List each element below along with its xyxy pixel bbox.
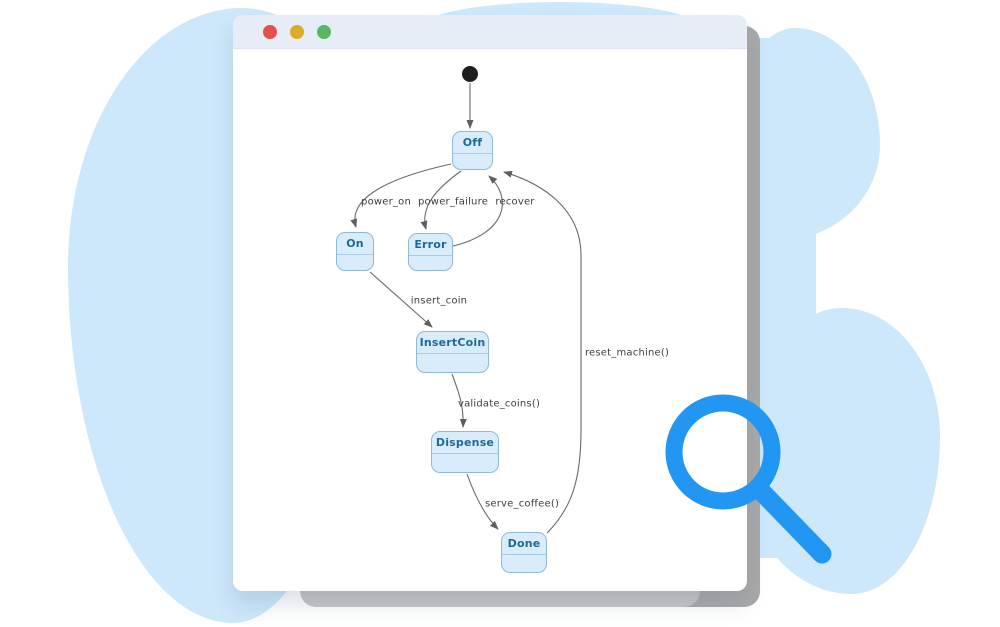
edge-label-recover: recover bbox=[495, 196, 535, 208]
initial-state-dot bbox=[462, 66, 478, 82]
background-blob-right-top bbox=[738, 28, 880, 240]
zoom-window-button[interactable] bbox=[317, 24, 331, 39]
window-titlebar bbox=[233, 15, 747, 49]
edge-label-reset-machine: reset_machine() bbox=[584, 347, 670, 359]
state-dispense: Dispense bbox=[431, 431, 499, 473]
state-dispense-body bbox=[432, 454, 498, 472]
state-insertcoin-body bbox=[417, 354, 488, 372]
edge-label-validate-coins: validate_coins() bbox=[457, 398, 541, 410]
state-off: Off bbox=[452, 131, 493, 170]
state-off-label: Off bbox=[453, 132, 492, 154]
state-insertcoin-label: InsertCoin bbox=[417, 332, 488, 354]
state-on: On bbox=[336, 232, 374, 271]
state-error: Error bbox=[408, 233, 453, 271]
state-insertcoin: InsertCoin bbox=[416, 331, 489, 373]
state-error-body bbox=[409, 256, 452, 270]
edge-label-power-failure: power_failure bbox=[417, 196, 489, 208]
state-error-label: Error bbox=[409, 234, 452, 256]
state-done-label: Done bbox=[502, 533, 546, 555]
minimize-window-button[interactable] bbox=[290, 24, 304, 39]
edge-done-off bbox=[503, 170, 582, 534]
edge-off-on bbox=[350, 163, 452, 228]
edge-label-power-on: power_on bbox=[361, 196, 411, 208]
close-window-button[interactable] bbox=[263, 24, 277, 39]
edge-label-serve-coffee: serve_coffee() bbox=[484, 498, 560, 510]
state-on-label: On bbox=[337, 233, 373, 255]
state-on-body bbox=[337, 255, 373, 270]
edge-label-insert-coin: insert_coin bbox=[410, 295, 468, 307]
state-dispense-label: Dispense bbox=[432, 432, 498, 454]
state-done-body bbox=[502, 555, 546, 572]
edge-error-off bbox=[452, 175, 503, 247]
state-off-body bbox=[453, 154, 492, 169]
state-done: Done bbox=[501, 532, 547, 573]
